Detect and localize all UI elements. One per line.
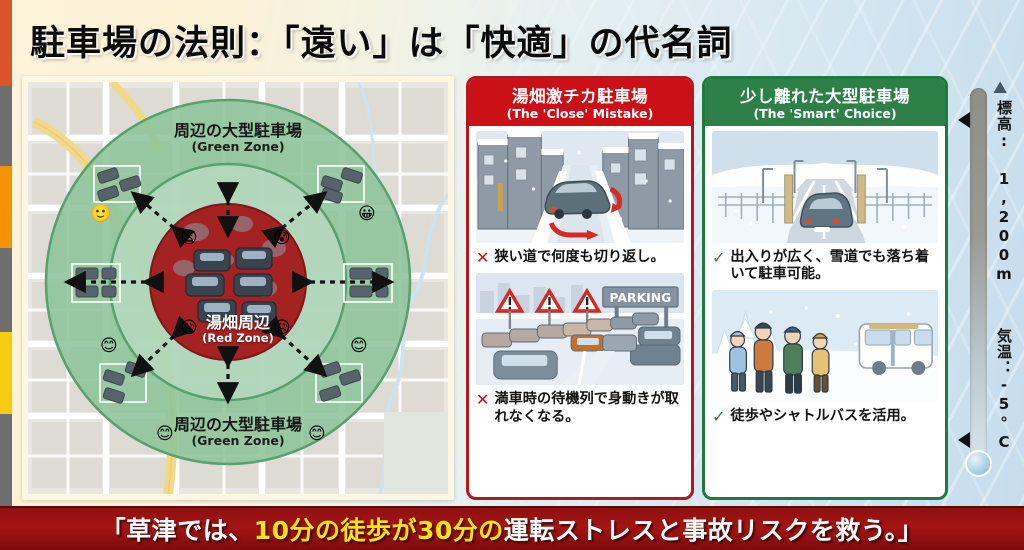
cross-icon: ✕	[476, 248, 490, 267]
parking-sign-text: PARKING	[610, 290, 672, 305]
weary-face-lower-right: 😥	[273, 318, 291, 338]
thermometer-tube	[970, 88, 987, 460]
smart-choice-card: 少し離れた大型駐車場 (The 'Smart' Choice)	[702, 76, 948, 500]
banner-prefix: 「草津では、	[100, 516, 254, 545]
family-walking-shuttle-bus-photo	[712, 289, 938, 402]
altitude-label: 標高: 1,200m	[995, 100, 1013, 284]
banner-suffix: 運転ストレスと事故リスクを救う。」	[503, 516, 924, 545]
narrow-snowy-street-car-turning-photo	[476, 131, 684, 243]
map-graphic	[28, 82, 448, 494]
temperature-label: 気温：-5°C	[995, 328, 1013, 452]
stripe-segment-orange	[0, 166, 12, 248]
smiling-face-lower-right: 😊	[350, 336, 368, 356]
mountain-icon: ⛰	[993, 78, 1008, 98]
elevation-temperature-rail: ⛰ 標高: 1,200m 気温：-5°C	[956, 76, 1024, 500]
neutral-face-left: 🙂	[90, 204, 112, 224]
smiling-face-bottom-left: 😊	[156, 424, 174, 444]
check-icon: ✓	[712, 248, 726, 267]
grinning-face-right: 😀	[358, 204, 376, 224]
smart-choice-header-en: (The 'Smart' Choice)	[753, 106, 897, 121]
close-mistake-bullet-1-text: 狭い道で何度も切り返し。	[494, 249, 665, 265]
weary-face-lower-left: 😥	[180, 318, 198, 338]
check-icon: ✓	[712, 406, 726, 426]
thermometer-bulb-icon	[965, 450, 992, 477]
cross-icon: ✕	[476, 390, 490, 410]
stripe-segment-yellow	[0, 332, 12, 414]
zone-map: 周辺の大型駐車場 (Green Zone) 湯畑周辺 (Red Zone) 周辺…	[28, 82, 448, 494]
smiling-face-lower-left: 😊	[100, 336, 118, 356]
close-mistake-header: 湯畑激チカ駐車場 (The 'Close' Mistake)	[469, 79, 691, 126]
crowded-parking-lot-queue-photo: PARKING	[476, 273, 684, 386]
stripe-segment-gray-2	[0, 248, 12, 332]
anxious-face-sweat: 😰	[273, 228, 291, 248]
smart-choice-bullet-1-text: 出入りが広く、雪道でも落ち着いて駐車可能。	[730, 249, 930, 283]
altitude-marker	[958, 112, 970, 128]
stripe-segment-red	[0, 0, 12, 86]
smart-choice-header: 少し離れた大型駐車場 (The 'Smart' Choice)	[705, 79, 945, 126]
close-mistake-header-en: (The 'Close' Mistake)	[506, 106, 654, 121]
smart-choice-body: ✓ 出入りが広く、雪道でも落ち着いて駐車可能。	[705, 126, 945, 438]
close-mistake-bullet-1: ✕ 狭い道で何度も切り返し。	[476, 247, 684, 273]
tired-face-top-left: 😫	[180, 228, 198, 248]
close-mistake-body: ✕ 狭い道で何度も切り返し。	[469, 126, 691, 438]
smiling-face-bottom-right: 😊	[308, 424, 326, 444]
close-mistake-card: 湯畑激チカ駐車場 (The 'Close' Mistake)	[466, 76, 694, 500]
smart-choice-header-ja: 少し離れた大型駐車場	[740, 87, 910, 106]
close-mistake-bullet-2: ✕ 満車時の待機列で身動きが取れなくなる。	[476, 389, 684, 432]
banner-highlight: 10分の徒歩が30分の	[253, 516, 504, 545]
smart-choice-bullet-2-text: 徒歩やシャトルバスを活用。	[730, 407, 915, 424]
close-mistake-header-ja: 湯畑激チカ駐車場	[512, 87, 648, 106]
smart-choice-bullet-1: ✓ 出入りが広く、雪道でも落ち着いて駐車可能。	[712, 247, 938, 290]
bottom-banner: 「草津では、10分の徒歩が30分の運転ストレスと事故リスクを救う。」	[0, 506, 1024, 550]
page-title: 駐車場の法則：「遠い」は「快適」の代名詞	[30, 23, 733, 64]
stripe-segment-gray-1	[0, 86, 12, 166]
temperature-marker	[958, 432, 970, 448]
left-accent-stripe	[0, 0, 12, 550]
map-panel: 周辺の大型駐車場 (Green Zone) 湯畑周辺 (Red Zone) 周辺…	[22, 76, 454, 500]
wide-parking-entrance-car-photo	[712, 131, 938, 243]
banner-text: 「草津では、10分の徒歩が30分の運転ストレスと事故リスクを救う。」	[101, 511, 924, 547]
smart-choice-bullet-2: ✓ 徒歩やシャトルバスを活用。	[712, 406, 938, 432]
close-mistake-bullet-2-text: 満車時の待機列で身動きが取れなくなる。	[494, 391, 679, 425]
